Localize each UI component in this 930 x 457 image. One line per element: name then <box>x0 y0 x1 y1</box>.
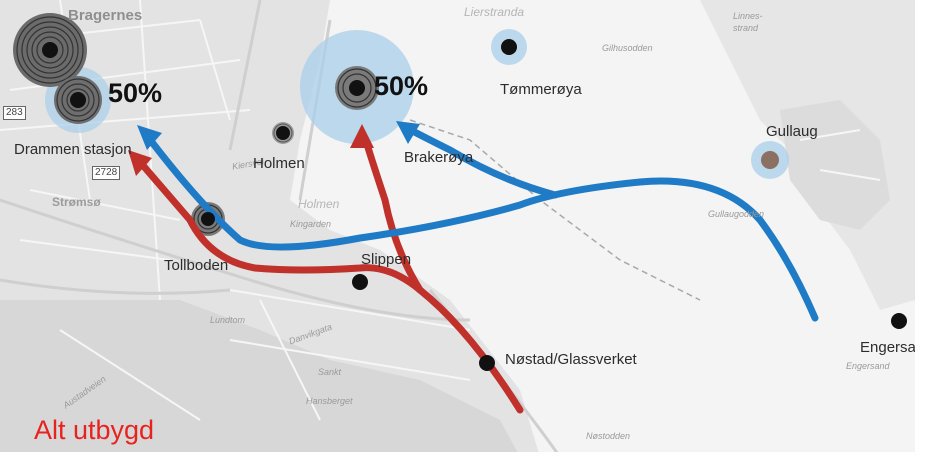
percentage-holmen-water: 50% <box>374 71 429 101</box>
bottom-margin <box>0 452 930 457</box>
label-bragernes: Bragernes <box>68 7 143 24</box>
holmen-stop <box>276 126 290 140</box>
bragernes-stop <box>42 42 58 58</box>
label-engersand: Engersand <box>860 339 930 356</box>
label-gilhusodden: Gilhusodden <box>602 43 653 53</box>
label-stromso: Strømsø <box>52 195 101 209</box>
road-number-283: 283 <box>3 106 26 120</box>
nostad-stop <box>479 355 495 371</box>
label-gullaug: Gullaug <box>766 123 818 140</box>
dashed-boundary <box>409 119 701 301</box>
label-hansberget: Hansberget <box>306 396 353 406</box>
label-nostad: Nøstad/Glassverket <box>505 351 637 368</box>
blue-arrowhead-1 <box>137 125 162 150</box>
scenario-caption: Alt utbygd <box>34 415 155 445</box>
red-arrowhead-1 <box>128 150 152 176</box>
red-route <box>136 158 524 414</box>
gullaug-hill <box>780 100 890 230</box>
label-engersand-italic: Engersand <box>846 361 890 371</box>
label-sankt: Sankt <box>318 367 342 377</box>
blue-route-1 <box>144 133 819 322</box>
gullaug-stop <box>761 151 779 169</box>
label-linnes: Linnes- <box>733 11 763 21</box>
label-lundtom: Lundtom <box>210 315 246 325</box>
tollboden-stop <box>201 212 215 226</box>
blue-arrowhead-2 <box>396 121 420 144</box>
engersand-stop <box>891 313 907 329</box>
label-kingarden: Kingarden <box>290 219 332 229</box>
road-number-2728: 2728 <box>92 166 121 180</box>
label-nostodden: Nøstodden <box>586 431 631 441</box>
blue-route-2 <box>401 123 559 199</box>
label-tollboden: Tollboden <box>164 257 229 274</box>
red-route-branch <box>361 134 424 294</box>
label-drammen-stasjon: Drammen stasjon <box>14 141 132 158</box>
label-holmen: Holmen <box>253 155 305 172</box>
label-gullaugodden: Gullaugodden <box>708 209 765 219</box>
label-slippen: Slippen <box>361 251 412 268</box>
drammen-stasjon-stop <box>70 92 86 108</box>
label-brakeroya: Brakerøya <box>404 149 474 166</box>
label-lierstranda: Lierstranda <box>464 5 525 19</box>
label-holmen-italic: Holmen <box>298 197 340 211</box>
holmen-water-stop <box>349 80 365 96</box>
percentage-drammen: 50% <box>108 78 163 108</box>
slippen-stop <box>352 274 368 290</box>
tommeroya-stop <box>501 39 517 55</box>
hill-area <box>0 300 520 457</box>
stop-dots <box>42 39 907 371</box>
label-tommeroya: Tømmerøya <box>500 81 582 98</box>
label-strand: strand <box>733 23 759 33</box>
red-arrowhead-2 <box>350 124 374 148</box>
right-margin <box>915 0 930 457</box>
